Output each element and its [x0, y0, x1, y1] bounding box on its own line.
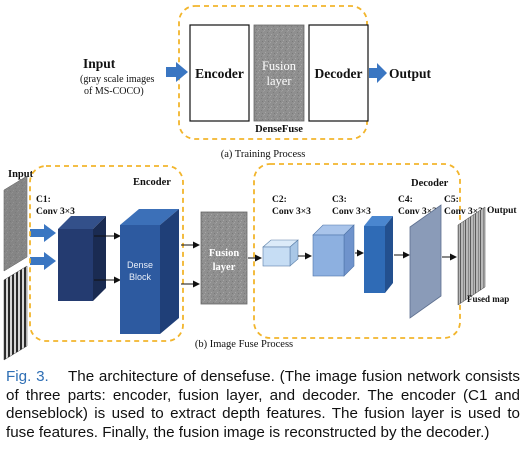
training-decoder-box — [308, 24, 369, 122]
training-caption: (a) Training Process — [221, 149, 306, 160]
dense-block-label-1: Dense — [127, 260, 153, 270]
c2-conv-block — [262, 239, 299, 267]
fuse-caption: (b) Image Fuse Process — [195, 339, 293, 350]
densefuse-group-label: DenseFuse — [255, 124, 303, 135]
training-input-desc-2: of MS-COCO) — [84, 86, 144, 97]
figure-caption: Fig. 3. The architecture of densefuse. (… — [6, 368, 520, 442]
c4-conv-block — [364, 216, 393, 293]
training-decoder-label: Decoder — [315, 66, 363, 81]
training-input-title: Input — [83, 56, 116, 71]
training-encoder-box — [189, 24, 250, 122]
training-output-label: Output — [389, 66, 432, 81]
input-image-1 — [3, 175, 28, 272]
training-input-arrow — [166, 62, 188, 82]
dense-block-label-2: Block — [129, 272, 152, 282]
figure-caption-text: The architecture of densefuse. (The imag… — [6, 368, 520, 441]
input-image-2 — [3, 265, 28, 361]
c5-label-2: Conv 3×3 — [444, 207, 483, 217]
training-fusion-box — [253, 24, 305, 122]
fused-map-label: Fused map — [467, 294, 509, 304]
c4-label-1: C4: — [398, 195, 413, 205]
fuse-fusion-label-2: layer — [213, 262, 236, 273]
c5-conv-block — [409, 204, 442, 319]
c3-conv-block — [312, 224, 355, 277]
c3-label-1: C3: — [332, 195, 347, 205]
decoder-dashed-group — [253, 163, 461, 339]
figure-caption-label: Fig. 3. — [6, 368, 49, 385]
fuse-fusion-box — [200, 211, 248, 305]
input-arrow-1 — [30, 224, 56, 242]
training-input-desc-1: (gray scale images — [80, 74, 155, 85]
encoder-dashed-group — [29, 165, 184, 342]
fuse-input-label: Input — [8, 169, 34, 180]
c2-label-1: C2: — [272, 195, 287, 205]
fuse-output-label: Output — [487, 206, 517, 216]
fuse-process: Input Encoder C1: Conv 3×3 De — [3, 163, 517, 361]
c3-label-2: Conv 3×3 — [332, 207, 371, 217]
fuse-fusion-label-1: Fusion — [209, 248, 240, 259]
training-encoder-label: Encoder — [195, 66, 244, 81]
dense-block — [120, 209, 179, 334]
training-fusion-label-1: Fusion — [262, 59, 297, 73]
training-fusion-label-2: layer — [267, 74, 293, 88]
c1-conv-block — [58, 216, 106, 301]
c1-label-1: C1: — [36, 195, 51, 205]
c2-label-2: Conv 3×3 — [272, 207, 311, 217]
training-process: Input (gray scale images of MS-COCO) Enc… — [80, 5, 432, 160]
training-output-arrow — [369, 63, 387, 83]
decoder-label: Decoder — [411, 178, 449, 189]
encoder-label: Encoder — [133, 177, 171, 188]
fused-map-image — [457, 206, 486, 306]
c1-label-2: Conv 3×3 — [36, 207, 75, 217]
input-arrow-2 — [30, 252, 56, 270]
c4-label-2: Conv 3×3 — [398, 207, 437, 217]
c5-label-1: C5: — [444, 195, 459, 205]
